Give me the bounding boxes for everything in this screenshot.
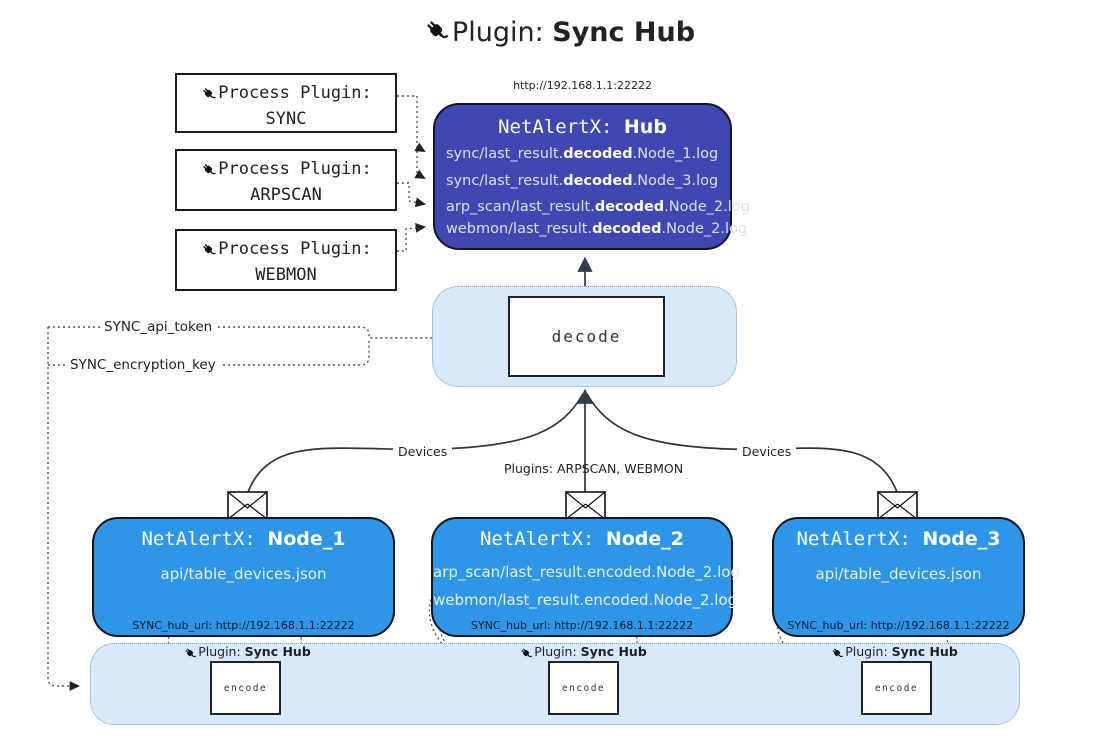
plug-icon xyxy=(203,88,217,99)
plugins-label: Plugins: ARPSCAN, WEBMON xyxy=(504,461,684,476)
devices-label-right: Devices xyxy=(737,444,797,459)
node-1-hub-url: SYNC_hub_url: http://192.168.1.1:22222 xyxy=(132,619,355,632)
plug-icon xyxy=(203,164,217,175)
hub-log-4: webmon/last_result.decoded.Node_2.log xyxy=(446,221,748,237)
node-1-file: api/table_devices.json xyxy=(160,565,327,583)
edge-arpscan-to-hub xyxy=(397,182,427,208)
node-2-box: NetAlertX: Node_2 arp_scan/last_result.e… xyxy=(431,517,740,637)
sync-api-token-label: SYNC_api_token xyxy=(100,319,217,335)
node-2-title: NetAlertX: Node_2 xyxy=(479,528,684,550)
encode-3-label: Plugin: Sync Hub xyxy=(809,644,979,661)
node-1-title: NetAlertX: Node_1 xyxy=(141,528,346,550)
encode-3-box: encode xyxy=(861,661,932,715)
process-plugin-name: ARPSCAN xyxy=(250,185,322,205)
node-2-file-2: webmon/last_result.encoded.Node_2.log xyxy=(433,591,738,609)
encode-2-box: encode xyxy=(548,661,619,715)
edge-sync-to-hub-branch xyxy=(414,142,426,153)
hub-log-1: sync/last_result.decoded.Node_1.log xyxy=(446,146,719,162)
devices-label-left: Devices xyxy=(393,444,453,459)
process-plugin-heading: Process Plugin: xyxy=(218,159,372,179)
hub-url: http://192.168.1.1:22222 xyxy=(513,79,652,92)
node-2-file-1: arp_scan/last_result.encoded.Node_2.log xyxy=(433,563,740,581)
encode-1-box: encode xyxy=(210,661,281,715)
plug-icon xyxy=(832,648,844,658)
hub-box: NetAlertX: Hub sync/last_result.decoded.… xyxy=(433,103,750,250)
node-3-box: NetAlertX: Node_3 api/table_devices.json… xyxy=(772,517,1025,637)
title-name: Sync Hub xyxy=(552,17,696,48)
plug-icon xyxy=(203,244,217,255)
process-plugin-arpscan: Process Plugin: ARPSCAN xyxy=(175,149,397,211)
node-1-box: NetAlertX: Node_1 api/table_devices.json… xyxy=(92,517,395,637)
process-plugin-sync: Process Plugin: SYNC xyxy=(175,73,397,133)
hub-log-2: sync/last_result.decoded.Node_3.log xyxy=(446,173,719,189)
process-plugin-name: WEBMON xyxy=(255,265,317,285)
edge-env3-to-decode xyxy=(586,393,898,493)
process-plugin-heading: Process Plugin: xyxy=(218,239,372,259)
sync-encryption-key-label: SYNC_encryption_key xyxy=(66,357,220,373)
plug-icon xyxy=(185,648,197,658)
hub-title: NetAlertX: Hub xyxy=(498,116,667,138)
hub-log-3: arp_scan/last_result.decoded.Node_2.log xyxy=(446,199,750,215)
process-plugin-webmon: Process Plugin: WEBMON xyxy=(175,229,397,291)
envelope-icon-node2 xyxy=(565,491,606,520)
title-prefix: Plugin: xyxy=(451,17,553,48)
encode-2-label: Plugin: Sync Hub xyxy=(498,644,668,661)
encode-1-label: Plugin: Sync Hub xyxy=(162,644,332,661)
envelope-icon-node3 xyxy=(877,491,918,520)
edge-webmon-to-hub xyxy=(397,223,427,252)
edge-env1-to-decode xyxy=(247,393,584,493)
process-plugin-heading: Process Plugin: xyxy=(218,83,372,103)
process-plugin-name: SYNC xyxy=(265,109,307,129)
edge-sync-to-hub xyxy=(397,95,426,180)
node-2-hub-url: SYNC_hub_url: http://192.168.1.1:22222 xyxy=(470,619,694,632)
plug-icon xyxy=(521,648,533,658)
node-3-file: api/table_devices.json xyxy=(815,565,982,583)
node-3-hub-url: SYNC_hub_url: http://192.168.1.1:22222 xyxy=(787,619,1010,632)
page-title: Plugin: Sync Hub xyxy=(0,16,1117,48)
edge-secrets-to-bar xyxy=(47,327,81,691)
decode-box: decode xyxy=(508,296,665,377)
plug-icon xyxy=(427,21,449,39)
envelope-icon-node1 xyxy=(227,491,268,520)
node-3-title: NetAlertX: Node_3 xyxy=(796,528,1001,550)
